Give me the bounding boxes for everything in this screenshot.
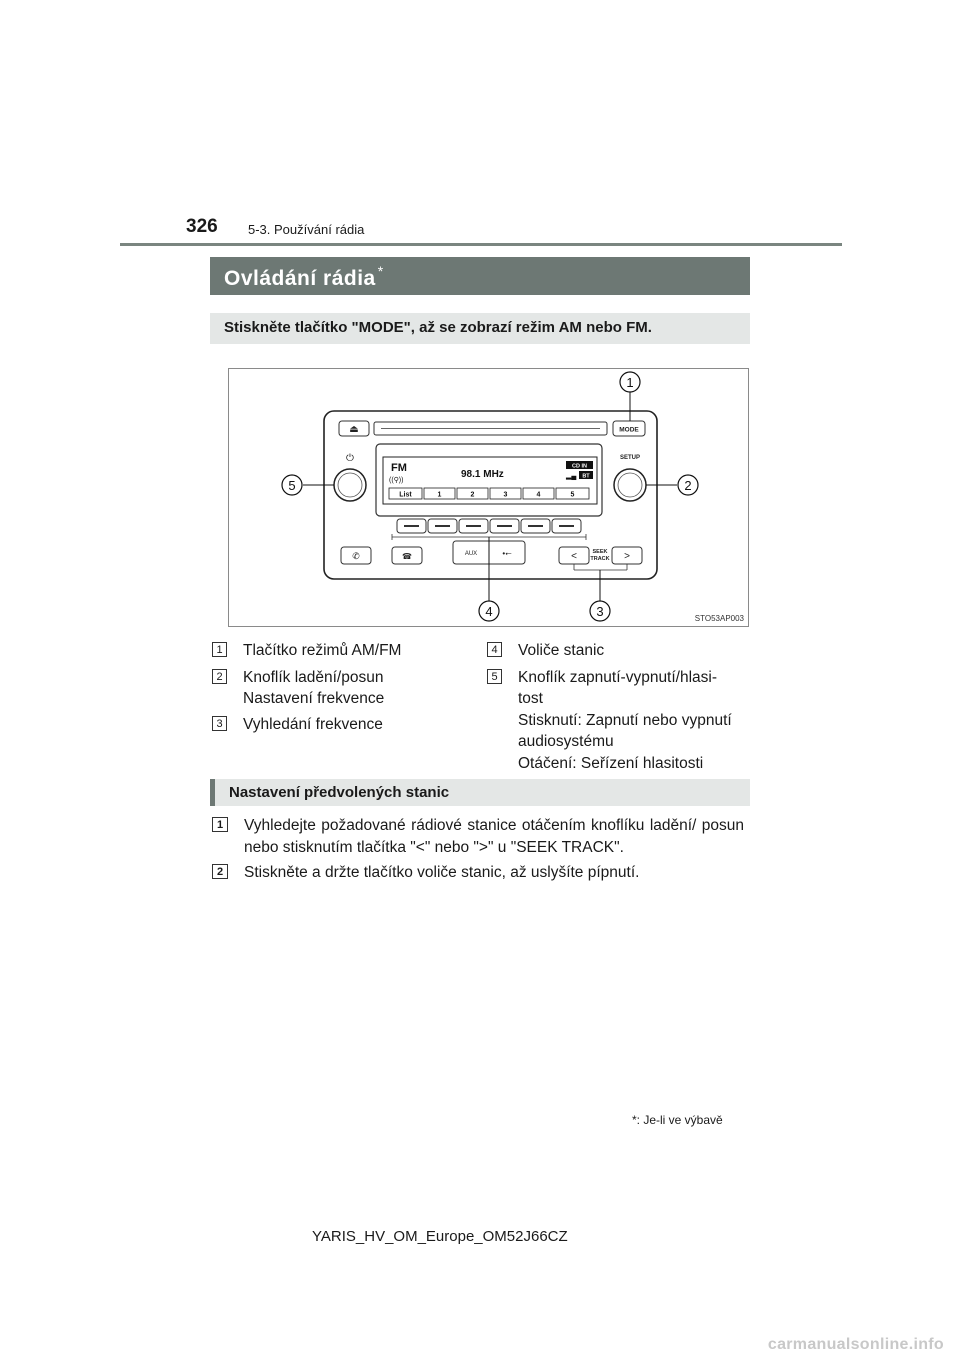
legend-text: Stisknutí: Zapnutí nebo vypnutí <box>518 712 732 729</box>
callout-3 <box>589 600 611 622</box>
legend-item: 1 Tlačítko režimů AM/FM <box>212 640 462 662</box>
radio-figure: ⏏ MODE ⏻ SETUP FM ((⚲)) 98.1 MHz CD IN ▂… <box>228 368 749 627</box>
setup-label: SETUP <box>620 455 640 461</box>
step-item: 1 Vyhledejte požadované rádiové stanice … <box>212 815 752 861</box>
seek-label-line1: SEEK <box>593 549 608 555</box>
callout-4-label: 4 <box>485 604 492 619</box>
radio-illustration: ⏏ MODE ⏻ SETUP FM ((⚲)) 98.1 MHz CD IN ▂… <box>281 371 699 622</box>
bt-indicator: BT <box>582 474 590 480</box>
step-text: Stiskněte a držte tlačítko voliče stanic… <box>244 864 640 881</box>
hangup-button <box>391 546 423 565</box>
mode-label: MODE <box>619 427 639 434</box>
preset-label: 2 <box>471 492 475 499</box>
callout-2-label: 2 <box>684 478 691 493</box>
legend-text: audiosystému <box>518 733 614 750</box>
preset-label: 3 <box>504 492 508 499</box>
legend-text: Knoflík ladění/posun <box>243 669 384 686</box>
legend-marker: 2 <box>212 669 227 684</box>
legend-item: 2 Knoflík ladění/posun Nastavení frekven… <box>212 667 462 711</box>
step-number: 1 <box>212 817 228 832</box>
frequency-readout: 98.1 MHz <box>461 469 504 480</box>
seek-next-label: > <box>624 551 630 562</box>
callout-3-label: 3 <box>596 604 603 619</box>
footnote-text: : Je-li ve výbavě <box>636 1113 723 1127</box>
instruction-heading: Stiskněte tlačítko "MODE", až se zobrazí… <box>210 313 750 344</box>
preset-label: 4 <box>537 492 541 499</box>
figure-code: STO53AP003 <box>694 614 744 623</box>
callout-2 <box>677 474 699 496</box>
preset-label: 5 <box>571 492 575 499</box>
section-reference: 5-3. Používání rádia <box>248 222 365 237</box>
section-title: Ovládání rádia* <box>210 257 750 295</box>
usb-icon: •⭠ <box>502 549 512 558</box>
rds-icon: ((⚲)) <box>389 477 403 484</box>
site-watermark: carmanualsonline.info <box>767 1336 944 1353</box>
legend-text: Knoflík zapnutí-vypnutí/hlasi- <box>518 669 718 686</box>
section-title-text: Ovládání rádia <box>224 267 376 290</box>
page-number: 326 <box>186 216 218 237</box>
preset-row: List 1 2 3 4 5 <box>388 487 590 500</box>
legend-item: 5 Knoflík zapnutí-vypnutí/hlasi- tost St… <box>487 667 752 777</box>
callout-1 <box>619 371 641 393</box>
call-button <box>340 546 372 565</box>
preset-label: 1 <box>438 492 442 499</box>
footnote-mark: * <box>632 1113 637 1127</box>
optional-equipment-mark: * <box>377 263 384 279</box>
power-icon: ⏻ <box>346 453 354 464</box>
legend-text: Vyhledání frekvence <box>243 716 383 733</box>
legend-marker: 5 <box>487 669 502 684</box>
legend-text: tost <box>518 690 543 707</box>
tune-scroll-knob <box>613 468 647 502</box>
eject-icon: ⏏ <box>349 424 358 435</box>
step-item: 2 Stiskněte a držte tlačítko voliče stan… <box>212 862 752 886</box>
band-label: FM <box>391 462 407 474</box>
aux-label: AUX <box>465 551 477 557</box>
legend-item: 4 Voliče stanic <box>487 640 752 662</box>
phone-pickup-icon: ✆ <box>352 551 360 561</box>
phone-hangup-icon: ☎ <box>402 552 412 561</box>
callout-5 <box>281 474 303 496</box>
signal-icon: ▂▄ <box>565 473 576 481</box>
document-id: YARIS_HV_OM_Europe_OM52J66CZ <box>312 1228 568 1245</box>
legend-text: Tlačítko režimů AM/FM <box>243 642 402 659</box>
legend-text: Otáčení: Seřízení hlasitosti <box>518 755 704 772</box>
legend-item: 3 Vyhledání frekvence <box>212 714 462 736</box>
power-volume-knob <box>333 468 367 502</box>
footnote: *: Je-li ve výbavě <box>632 1113 723 1127</box>
legend-marker: 3 <box>212 716 227 731</box>
callout-4 <box>478 600 500 622</box>
preset-section-heading: Nastavení předvolených stanic <box>210 779 750 806</box>
header-divider <box>120 243 842 246</box>
list-label: List <box>399 492 412 499</box>
seek-label-line2: TRACK <box>590 556 609 562</box>
callout-1-label: 1 <box>626 375 633 390</box>
callout-5-label: 5 <box>288 478 295 493</box>
seek-prev-label: < <box>571 551 577 562</box>
eject-button <box>338 420 370 437</box>
legend-marker: 1 <box>212 642 227 657</box>
step-number: 2 <box>212 864 228 879</box>
cd-in-indicator: CD IN <box>572 464 587 470</box>
legend-text: Nastavení frekvence <box>243 690 385 707</box>
legend-text: Voliče stanic <box>518 642 605 659</box>
legend-marker: 4 <box>487 642 502 657</box>
step-text: Vyhledejte požadované rádiové stanice ot… <box>244 817 744 856</box>
mode-button <box>612 420 646 437</box>
